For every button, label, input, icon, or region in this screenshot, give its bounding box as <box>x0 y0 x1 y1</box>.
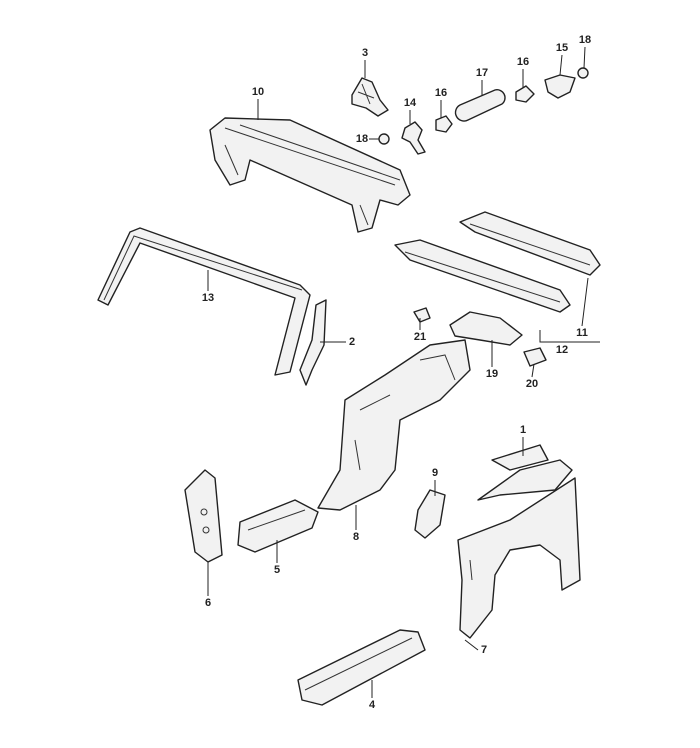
part-18-nut <box>378 133 390 145</box>
callout-11: 11 <box>576 327 588 339</box>
part-15-bracket <box>544 74 576 99</box>
callout-21: 21 <box>413 331 427 343</box>
part-9-bracket <box>414 489 446 539</box>
callout-15: 15 <box>555 42 569 54</box>
callout-3: 3 <box>361 47 369 59</box>
callout-18: 18 <box>355 133 369 145</box>
callout-4: 4 <box>368 699 376 711</box>
callout-7: 7 <box>480 644 488 656</box>
callout-20: 20 <box>525 378 539 390</box>
callout-16: 16 <box>516 56 530 68</box>
callout-2: 2 <box>348 336 356 348</box>
callout-10: 10 <box>251 86 265 98</box>
part-6-pillar <box>184 469 223 563</box>
part-16-grommet <box>435 85 535 133</box>
part-8-quarter-inner <box>317 339 471 511</box>
part-13-window-seal <box>97 227 311 376</box>
part-1-panel <box>477 444 573 501</box>
callout-9: 9 <box>431 467 439 479</box>
part-17-gas-strut <box>454 89 506 122</box>
leader-lines <box>207 46 600 698</box>
part-7-quarter-panel <box>457 477 581 639</box>
part-21-clip <box>413 307 431 323</box>
callout-17: 17 <box>475 67 489 79</box>
callout-19: 19 <box>485 368 499 380</box>
part-10-cross-member <box>209 117 411 233</box>
part-11-rear-rail <box>394 211 601 313</box>
callout-16: 16 <box>434 87 448 99</box>
callout-1: 1 <box>519 424 527 436</box>
part-2-pillar-trim <box>299 299 327 386</box>
part-3-hinge <box>351 77 389 117</box>
part-20-bracket <box>523 347 547 367</box>
part-19-reinforcement <box>449 311 523 346</box>
callout-8: 8 <box>352 531 360 543</box>
callout-5: 5 <box>273 564 281 576</box>
callout-14: 14 <box>403 97 417 109</box>
callout-12: 12 <box>555 344 569 356</box>
callout-18: 18 <box>578 34 592 46</box>
part-5-reinforcement <box>237 499 319 553</box>
part-4-rocker-panel <box>297 629 426 706</box>
part-18-nut <box>577 67 589 79</box>
callout-6: 6 <box>204 597 212 609</box>
callout-13: 13 <box>201 292 215 304</box>
part-14-latch <box>401 121 426 155</box>
